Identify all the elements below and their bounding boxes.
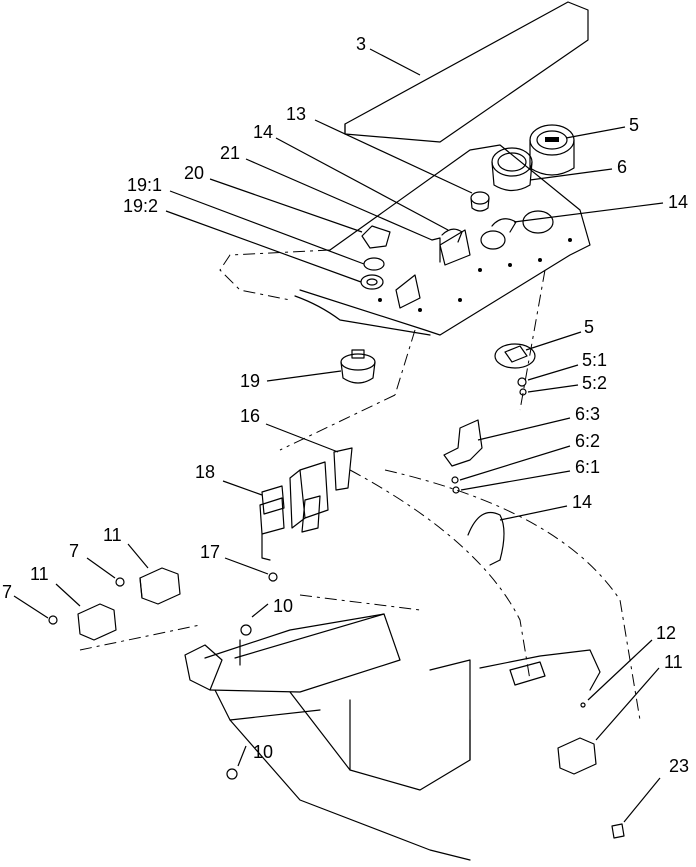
cable-tie xyxy=(467,511,505,566)
screw-7-upper xyxy=(115,577,125,587)
washer-6-1 xyxy=(452,486,460,494)
washer-19-2 xyxy=(360,274,384,290)
callout-10: 10 xyxy=(253,742,273,762)
callout-21: 21 xyxy=(220,143,240,163)
callout-16: 16 xyxy=(240,406,260,426)
plug xyxy=(470,191,490,212)
callout-6-1: 6:1 xyxy=(575,457,600,477)
callout-3: 3 xyxy=(356,34,366,54)
cover-panel xyxy=(344,1,589,143)
nut-17 xyxy=(268,572,278,582)
nut-19-1 xyxy=(363,257,385,271)
callout-14: 14 xyxy=(253,122,273,142)
callout-13: 13 xyxy=(286,104,306,124)
callout-labels: 3 13 14 21 20 19:1 19:2 5 6 14 5 5:1 5:2… xyxy=(2,34,689,776)
callout-5: 5 xyxy=(629,115,639,135)
relay-11-lower xyxy=(77,603,117,641)
screw-7-lower xyxy=(48,615,58,625)
callout-18: 18 xyxy=(195,462,215,482)
callout-5: 5 xyxy=(584,317,594,337)
callout-5-1: 5:1 xyxy=(582,350,607,370)
nut-6-2 xyxy=(451,476,459,484)
callout-6: 6 xyxy=(617,157,627,177)
cable-clip-upper xyxy=(441,228,463,243)
switch-assembly xyxy=(259,447,353,561)
callout-23: 23 xyxy=(669,756,689,776)
callout-19: 19 xyxy=(240,371,260,391)
relay-11-upper xyxy=(139,567,181,605)
callout-20: 20 xyxy=(184,163,204,183)
leader-lines xyxy=(13,48,664,823)
gauge xyxy=(491,147,533,192)
callout-17: 17 xyxy=(200,542,220,562)
callout-14: 14 xyxy=(668,192,688,212)
bolt-21 xyxy=(431,237,441,263)
screw-23 xyxy=(611,823,625,839)
relay-18 xyxy=(261,485,285,515)
nut-5-1 xyxy=(517,377,527,387)
dash-panel-plate xyxy=(219,144,591,336)
nut-12 xyxy=(580,702,586,708)
frame-assembly xyxy=(184,613,546,861)
key xyxy=(361,225,391,249)
callout-6-3: 6:3 xyxy=(575,404,600,424)
mounting-bracket-right xyxy=(479,649,601,691)
callout-11: 11 xyxy=(664,652,683,672)
callout-19-2: 19:2 xyxy=(123,196,158,216)
callout-7: 7 xyxy=(2,582,12,602)
callout-12: 12 xyxy=(656,623,676,643)
callout-6-2: 6:2 xyxy=(575,431,600,451)
gauge-bracket-5 xyxy=(494,343,536,369)
relay-11-right xyxy=(557,737,597,775)
callout-19-1: 19:1 xyxy=(127,175,162,195)
cable-clip-right xyxy=(491,218,517,233)
callout-11: 11 xyxy=(103,525,122,545)
callout-14: 14 xyxy=(572,492,592,512)
callout-7: 7 xyxy=(69,541,79,561)
callout-10: 10 xyxy=(273,596,293,616)
gauge-bracket xyxy=(443,419,483,467)
callout-5-2: 5:2 xyxy=(582,373,607,393)
hour-meter-gauge xyxy=(529,124,575,176)
callout-11: 11 xyxy=(30,564,49,584)
ignition-switch xyxy=(340,349,376,384)
frame-outline-dashed xyxy=(79,269,641,721)
